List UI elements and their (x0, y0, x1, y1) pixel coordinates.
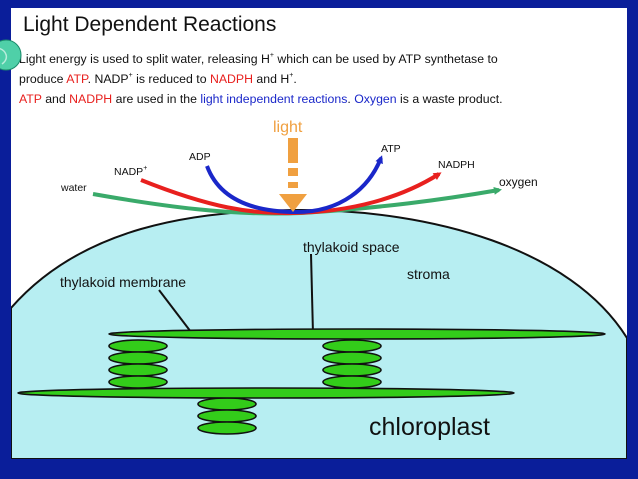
diagram: light ADP ATP NADP+ NADPH water oxygen t… (11, 119, 627, 459)
thylakoid-membrane-label: thylakoid membrane (60, 274, 186, 290)
thylakoid-space-label: thylakoid space (303, 239, 400, 255)
stroma-label: stroma (407, 266, 450, 282)
water-label: water (60, 182, 87, 194)
slide: light ADP ATP NADP+ NADPH water oxygen t… (11, 8, 627, 459)
globe-decoration (0, 39, 22, 71)
thylakoid-membrane-upper (108, 328, 606, 340)
thylakoid-space-pointer (310, 253, 314, 335)
thylakoid-membrane-pointer (158, 289, 192, 333)
adp-atp-arrow (205, 155, 383, 215)
intro-line-2: produce ATP. NADP+ is reduced to NADPH a… (19, 72, 297, 86)
granum-bottom (197, 397, 257, 435)
atp-label: ATP (381, 143, 401, 155)
oxygen-label: oxygen (499, 175, 538, 189)
granum-left (108, 339, 168, 389)
intro-line-1: Light energy is used to split water, rel… (19, 52, 498, 66)
intro-line-3: ATP and NADPH are used in the light inde… (19, 92, 503, 106)
thylakoid-membrane-lower (17, 387, 515, 399)
granum-middle (322, 339, 382, 389)
adp-label: ADP (189, 151, 211, 163)
intro-text: Light energy is used to split water, rel… (19, 49, 627, 109)
light-arrow (279, 138, 307, 212)
nadph-label: NADPH (438, 159, 475, 171)
nadp-label: NADP+ (114, 165, 147, 178)
page-title: Light Dependent Reactions (23, 13, 277, 36)
chloroplast-label: chloroplast (369, 413, 490, 441)
light-label: light (273, 119, 303, 136)
